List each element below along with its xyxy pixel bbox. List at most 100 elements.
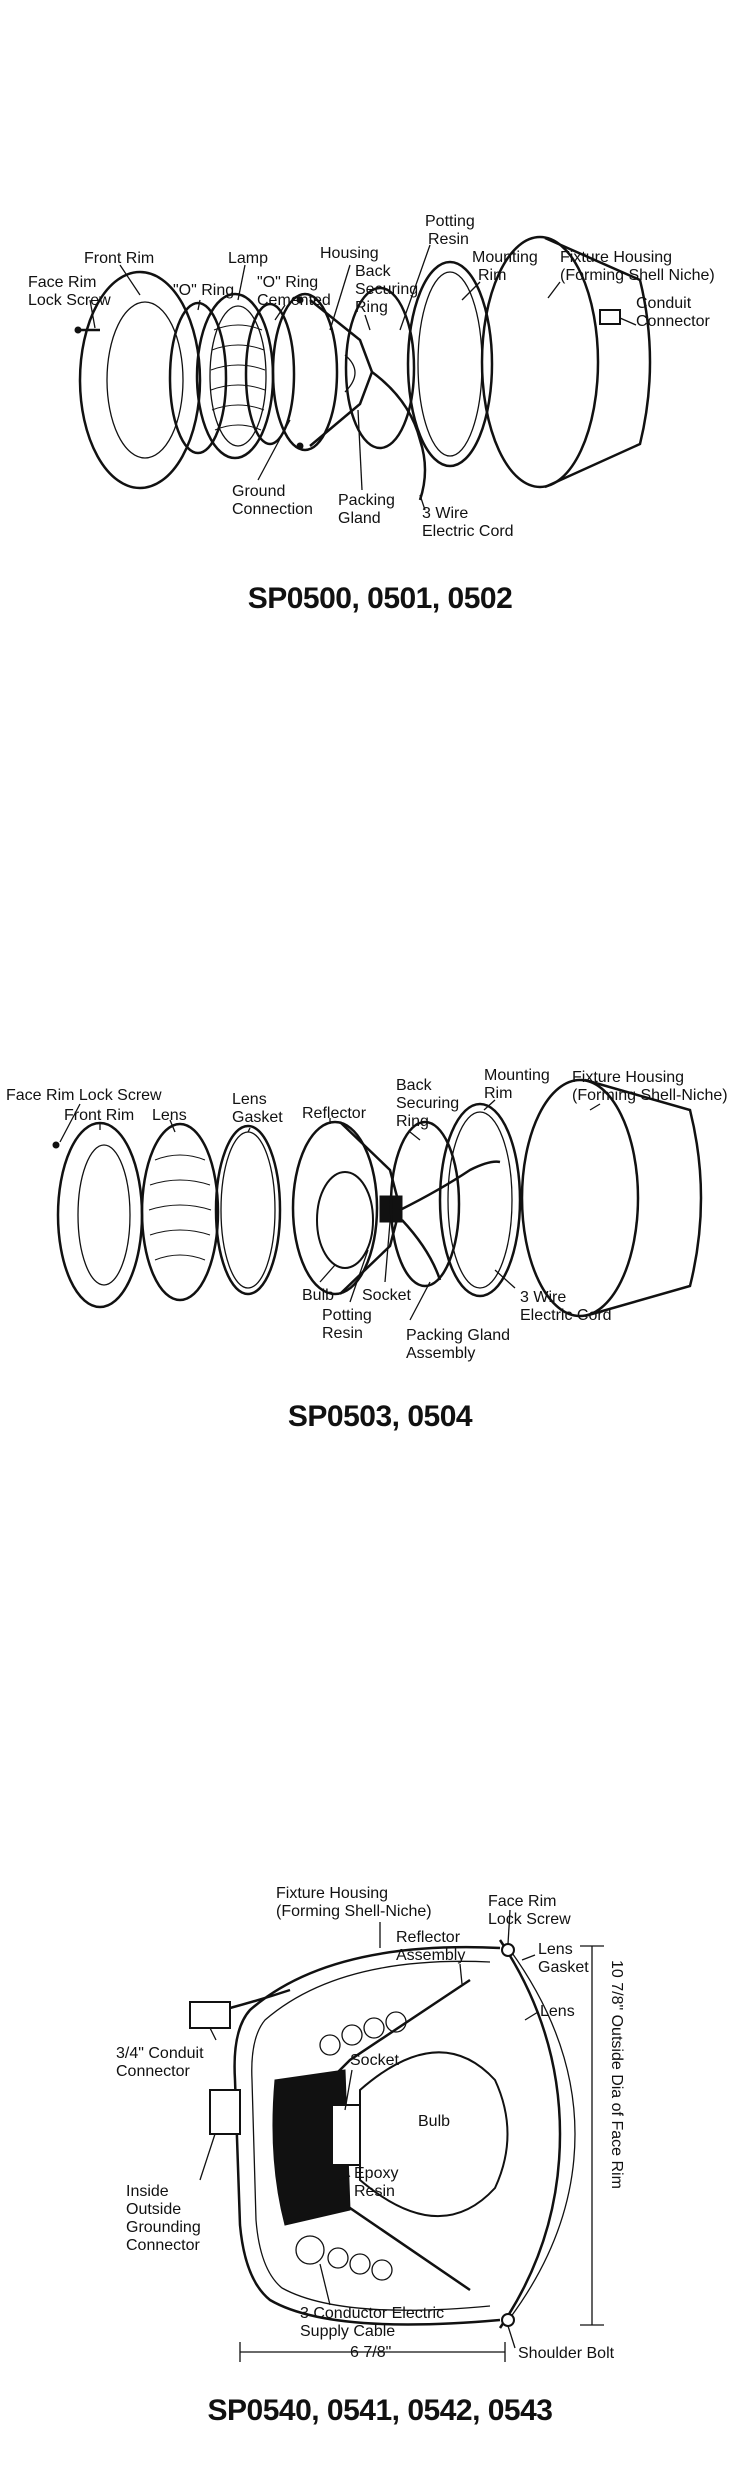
label-o-ring: "O" Ring <box>173 282 234 299</box>
label-gland: Gland <box>338 510 381 527</box>
label-securing: Securing <box>396 1095 459 1112</box>
diagram-3-drawing: Fixture Housing (Forming Shell-Niche) Fa… <box>116 1885 625 2427</box>
diagram-2-title: SP0503, 0504 <box>288 1400 473 1433</box>
label-gasket: Gasket <box>232 1109 283 1126</box>
leader-cable <box>319 2263 331 2306</box>
mounting-rim-inner <box>417 271 483 457</box>
label-3-conductor: 3 Conductor Electric <box>300 2305 444 2322</box>
label-assembly: Assembly <box>396 1947 465 1964</box>
leader-lens <box>169 1119 176 1133</box>
label-packing: Packing <box>338 492 395 509</box>
label-resin: Resin <box>428 231 469 248</box>
label-supply-cable: Supply Cable <box>300 2323 395 2340</box>
leader-lock-screw <box>59 1103 81 1143</box>
bulb-shape <box>316 1171 374 1269</box>
label-housing: Housing <box>320 245 379 262</box>
label-fixture-housing: Fixture Housing <box>572 1069 684 1086</box>
leader-potting <box>349 1249 369 1303</box>
leader-fixture <box>547 281 561 299</box>
lens-gasket-shape <box>214 1124 282 1296</box>
diagram-2: Face Rim Lock Screw Front Rim Lens Lens … <box>0 1020 740 1480</box>
leader-conduit <box>209 2027 217 2041</box>
leader-fixture <box>589 1103 601 1111</box>
bulb-shape <box>359 2051 509 2217</box>
fixture-housing-shell <box>233 1945 501 2326</box>
leader-lens-gasket <box>247 1127 251 1133</box>
housing-shape <box>271 292 339 452</box>
label-resin: Resin <box>354 2183 395 2200</box>
diagram-3-title: SP0540, 0541, 0542, 0543 <box>208 2394 553 2427</box>
leader-lens-gasket <box>521 1954 536 1961</box>
lens-shape <box>140 1122 220 1302</box>
supply-cable-coils <box>295 2011 407 2281</box>
socket-shape <box>331 2104 361 2166</box>
leader-cord <box>494 1269 516 1289</box>
label-ring: Ring <box>355 299 388 316</box>
label-resin: Resin <box>322 1325 363 1342</box>
packing-gland-shape <box>401 1219 442 1281</box>
coil-bottom-4 <box>371 2259 393 2281</box>
leader-lamp <box>237 264 246 301</box>
lamp-shape <box>195 292 275 460</box>
reflector-shape <box>291 1120 379 1296</box>
leader-lock-screw <box>89 299 96 329</box>
label-grounding-connector: Connector <box>126 2237 200 2254</box>
label-assembly: Assembly <box>406 1345 475 1362</box>
label-back: Back <box>355 263 392 280</box>
electric-cord-shape <box>399 1160 501 1212</box>
diagram-1: Potting Resin Front Rim Lamp Housing Mou… <box>0 0 740 640</box>
fixture-housing-body <box>544 236 652 489</box>
mounting-rim-inner <box>447 1111 513 1289</box>
label-gasket: Gasket <box>538 1959 589 1976</box>
leader-mounting-rim <box>483 1099 496 1111</box>
leader-reflector <box>459 1963 463 1985</box>
label-socket: Socket <box>350 2052 399 2069</box>
leader-ground <box>257 419 291 481</box>
leader-o-ring <box>197 299 201 311</box>
label-fixture-housing: Fixture Housing <box>276 1885 388 1902</box>
fixture-housing-body <box>584 1078 703 1318</box>
label-lens: Lens <box>538 1941 573 1958</box>
front-rim-inner <box>77 1144 131 1286</box>
lens-gasket-inner <box>220 1131 276 1289</box>
back-securing-ring-shape <box>344 286 416 450</box>
label-reflector: Reflector <box>396 1929 461 1946</box>
coil-bottom-3 <box>349 2253 371 2275</box>
housing-cone <box>309 299 374 447</box>
lamp-lens-pattern <box>210 324 266 431</box>
diagram-1-title: SP0500, 0501, 0502 <box>248 582 513 615</box>
leader-o-ring-cemented <box>274 304 286 321</box>
label-mounting-rim: Rim <box>478 267 506 284</box>
label-depth-dimension: 6 7/8" <box>350 2344 391 2361</box>
label-ring: Ring <box>396 1113 429 1130</box>
label-ground: Ground <box>232 483 285 500</box>
label-mounting: Mounting <box>484 1067 550 1084</box>
label-bulb: Bulb <box>418 2113 450 2130</box>
coil-top-2 <box>341 2024 363 2046</box>
label-lens-2: Lens <box>540 2003 575 2020</box>
face-rim-lock-screw-shape <box>501 1943 515 1957</box>
label-outside: Outside <box>126 2201 181 2218</box>
leader-packing-gland <box>409 1281 431 1321</box>
front-rim-inner <box>106 301 184 459</box>
coil-top-4 <box>385 2011 407 2033</box>
label-rim: Rim <box>484 1085 512 1102</box>
leader-mounting-rim <box>461 281 481 301</box>
back-securing-ring-shape <box>389 1120 461 1288</box>
mounting-rim-shape <box>406 260 494 468</box>
label-potting: Potting <box>425 213 475 230</box>
label-face-rim: Face Rim <box>28 274 96 291</box>
leader-lens <box>524 2011 539 2021</box>
label-inside: Inside <box>126 2183 169 2200</box>
label-forming-shell: (Forming Shell-Niche) <box>276 1903 432 1920</box>
label-3-wire: 3 Wire <box>520 1289 566 1306</box>
face-rim-shape <box>498 1939 562 2329</box>
label-lens-2: Lens <box>232 1091 267 1108</box>
label-electric-cord: Electric Cord <box>422 523 514 540</box>
leader-lock-screw <box>507 1909 511 1945</box>
o-ring-shape <box>168 301 228 455</box>
leader-back-ring <box>364 314 371 331</box>
label-face-rim: Face Rim <box>488 1893 556 1910</box>
label-conduit-connector: Connector <box>116 2063 190 2080</box>
label-lens: Lens <box>152 1107 187 1124</box>
